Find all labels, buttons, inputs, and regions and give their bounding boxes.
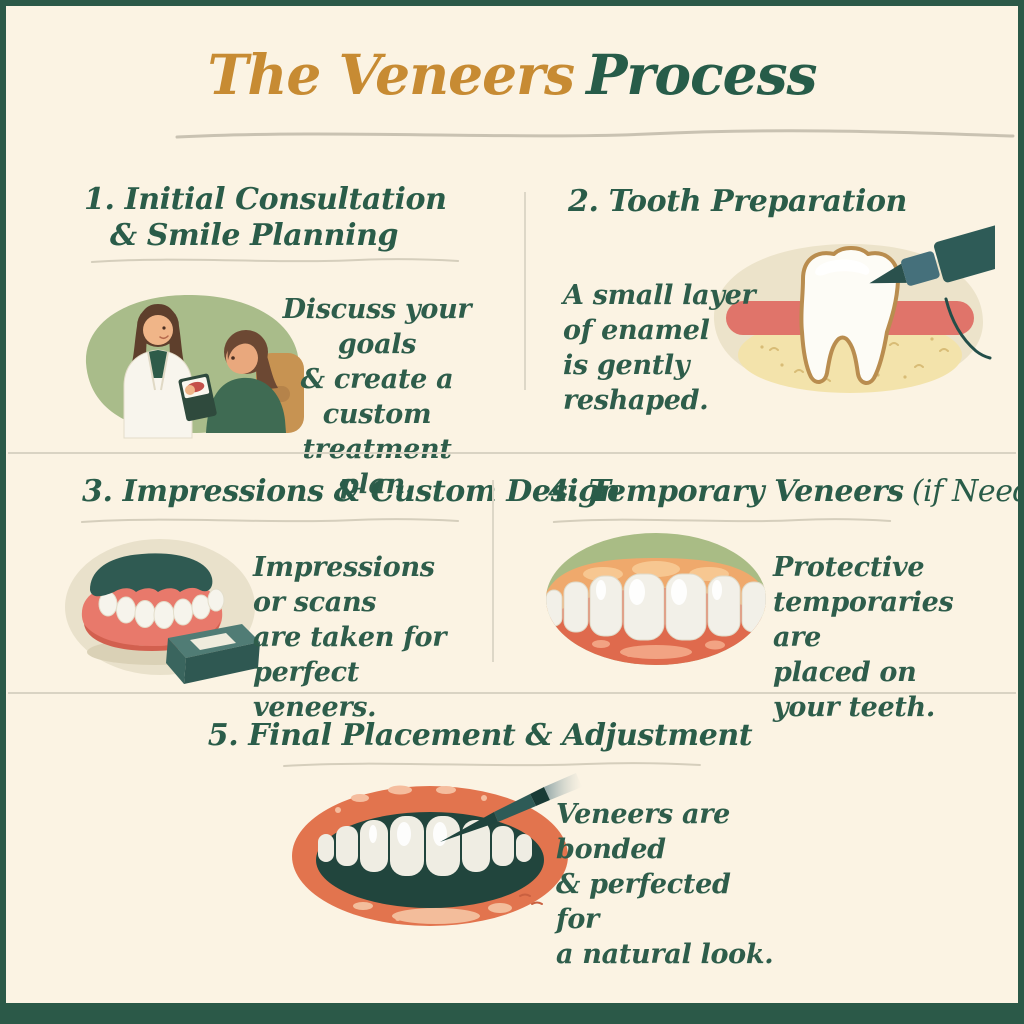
impression-mold-illustration xyxy=(65,539,260,684)
title-swoosh xyxy=(175,126,1015,142)
lip-texture-marks xyxy=(519,893,543,905)
lower-lip-highlights xyxy=(353,902,512,924)
step-5-heading-swoosh xyxy=(282,758,702,770)
step-4-heading-main: 4. Temporary Veneers xyxy=(548,474,904,509)
step-2-heading: 2. Tooth Preparation xyxy=(568,184,907,219)
tooth-highlight xyxy=(815,259,870,276)
step-4-heading: 4. Temporary Veneers(if Needed) xyxy=(548,474,1024,510)
teeth-highlights xyxy=(369,822,447,846)
teeth-highlights xyxy=(596,579,722,605)
dental-tool-icon xyxy=(440,773,582,842)
divider-vertical-1 xyxy=(524,192,526,390)
divider-horizontal-1 xyxy=(8,452,1016,454)
page-title-part2: Process xyxy=(586,42,817,107)
mold-teeth xyxy=(98,588,225,629)
step-3-illustration xyxy=(60,532,265,690)
page-title-part1: The Veneers xyxy=(207,42,575,107)
step-4-heading-suffix: (if Needed) xyxy=(911,474,1024,509)
step-1-heading-line2: & Smile Planning xyxy=(110,218,399,253)
dental-drill-icon xyxy=(869,224,995,286)
step-1-heading: 1. Initial Consultation & Smile Planning xyxy=(84,182,447,254)
drill-cord xyxy=(944,297,992,360)
temporary-veneers-illustration xyxy=(546,533,766,665)
step-1-heading-line1: 1. Initial Consultation xyxy=(84,182,447,217)
step-3-heading-swoosh xyxy=(80,514,460,526)
step-4-heading-swoosh xyxy=(552,514,892,526)
lip-highlights xyxy=(592,640,725,659)
step-3-heading: 3. Impressions & Custom Design xyxy=(82,474,621,509)
step-5-description: Veneers are bonded & perfected for a nat… xyxy=(556,799,774,970)
divider-horizontal-2 xyxy=(8,692,1016,694)
step-5-illustration xyxy=(288,768,583,926)
bone xyxy=(738,317,962,393)
dentist-patient-consultation-illustration xyxy=(85,294,304,439)
step-1-illustration xyxy=(70,268,315,443)
impression-tray-icon xyxy=(166,624,260,684)
step-5-heading: 5. Final Placement & Adjustment xyxy=(207,718,753,753)
dentist-face xyxy=(143,315,173,345)
dentist-hand xyxy=(185,385,195,395)
tooth-drill-illustration xyxy=(713,224,995,393)
patient-shirt xyxy=(206,377,286,433)
step-1-heading-swoosh xyxy=(90,254,460,266)
impression-material xyxy=(90,553,213,597)
veneer-bonding-illustration xyxy=(292,773,582,926)
step-4-description: Protective temporaries are placed on you… xyxy=(773,552,954,723)
step-2-illustration xyxy=(700,215,995,400)
teeth-row xyxy=(546,573,766,641)
dentist-shirt xyxy=(148,350,168,378)
step-1-description: Discuss your goals & create a custom tre… xyxy=(282,294,472,500)
divider-vertical-2 xyxy=(492,480,494,662)
step-2-description: A small layer of enamel is gently reshap… xyxy=(563,280,756,416)
step-4-illustration xyxy=(545,532,767,667)
patient-face xyxy=(226,342,258,374)
step-3-description: Impressions or scans are taken for perfe… xyxy=(253,552,447,723)
